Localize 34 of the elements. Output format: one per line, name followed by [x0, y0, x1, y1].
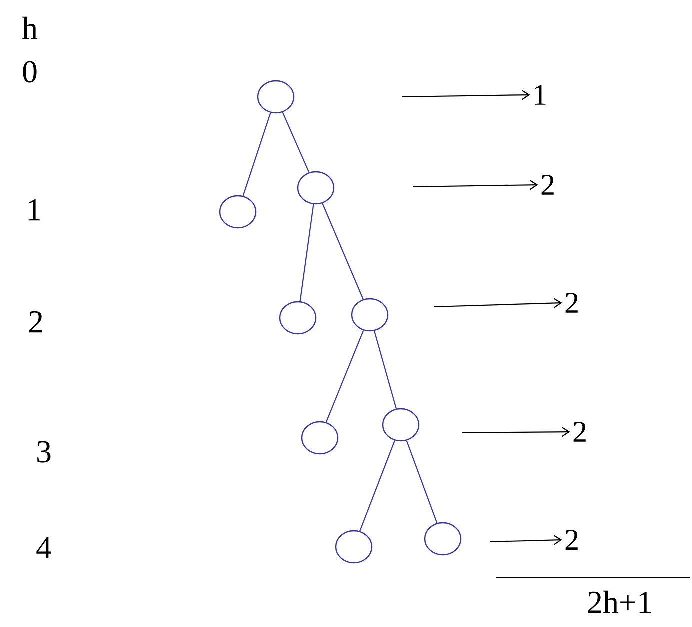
tree-branch [326, 330, 364, 423]
level-number: 1 [28, 199, 40, 221]
arrow [490, 535, 562, 546]
tree-node [279, 301, 317, 335]
count-number: 2 [574, 422, 586, 442]
tree-branch [374, 330, 397, 410]
arrow [434, 298, 562, 308]
tree-node [257, 80, 295, 114]
arrow [462, 427, 570, 438]
tree-node [382, 408, 420, 442]
tree-branch [282, 112, 310, 173]
variable-label: h [22, 16, 38, 40]
tree-node [424, 522, 462, 556]
count-number: 2 [566, 530, 578, 550]
level-number: 2 [29, 311, 42, 333]
level-number: 4 [36, 537, 52, 559]
tree-branch [242, 112, 272, 196]
tree-node [297, 171, 335, 205]
sum-formula: 2h+1 [588, 590, 652, 614]
count-number: 2 [566, 293, 578, 313]
level-number: 0 [23, 61, 37, 83]
tree-branch [406, 440, 438, 524]
count-number: 2 [542, 175, 554, 195]
level-number: 3 [38, 441, 51, 463]
count-number: 1 [535, 85, 546, 105]
tree-node [335, 530, 373, 564]
tree-branch [360, 440, 396, 532]
tree-branch [322, 203, 364, 300]
arrow [402, 90, 530, 100]
arrow [413, 180, 538, 190]
tree-branch [300, 204, 314, 302]
tree-node [219, 195, 257, 229]
tree-node [301, 421, 339, 455]
tree-node [351, 298, 389, 332]
